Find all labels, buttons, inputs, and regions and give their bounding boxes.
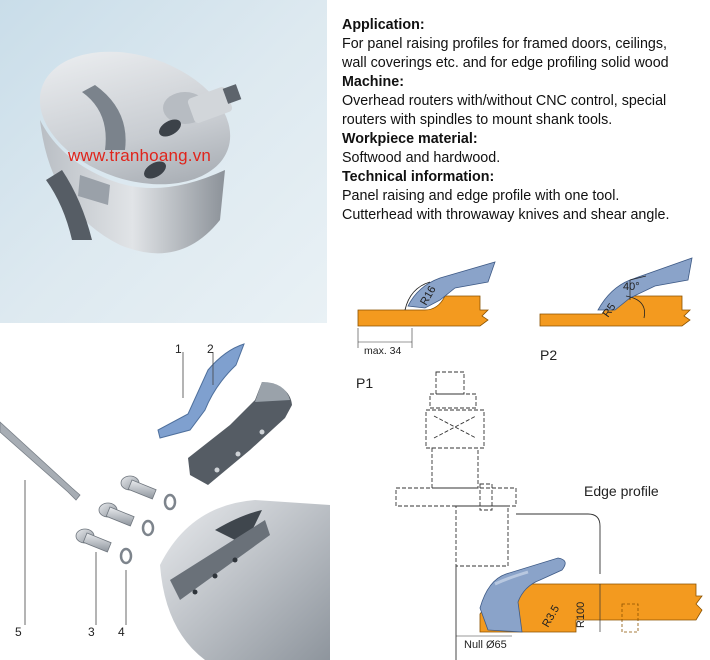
edge-knife [479,557,566,633]
edge-profile-drawing [395,371,517,567]
part-label-2: 2 [207,342,214,356]
part-label-3: 3 [88,625,95,639]
profile-p1: R16 max. 34 [357,261,496,357]
spec-block: Application: For panel raising profiles … [342,16,708,225]
part-label-1: 1 [175,342,182,356]
material-heading: Workpiece material: [342,131,478,147]
p2-angle-label: 40° [623,281,640,293]
clamp-part [188,382,292,485]
shaft-part [0,421,81,501]
profile-p2: R5 40° [539,257,693,327]
part-label-4: 4 [118,625,125,639]
p1-dimension-label: max. 34 [364,345,402,357]
application-text-line-2: wall coverings etc. and for edge profili… [342,55,669,71]
technical-heading: Technical information: [342,169,495,185]
profile-drawings: R16 max. 34 P1 R5 40° P2 E [356,257,703,660]
edge-null-label: Null Ø65 [464,639,507,651]
knife-part [157,343,245,439]
cutterhead-body-fragment [160,500,330,660]
edge-profile-label: Edge profile [584,483,659,499]
p2-label: P2 [540,347,557,363]
application-heading: Application: [342,17,425,33]
watermark-text: www.tranhoang.vn [68,146,212,165]
machine-heading: Machine: [342,74,404,90]
p1-label: P1 [356,375,373,391]
technical-text-line-2: Cutterhead with throwaway knives and she… [342,207,670,223]
machine-text-line-1: Overhead routers with/without CNC contro… [342,93,667,109]
material-text: Softwood and hardwood. [342,150,501,166]
application-text-line-1: For panel raising profiles for framed do… [342,36,668,52]
machine-text-line-2: routers with spindles to mount shank too… [342,112,613,128]
technical-text-line-1: Panel raising and edge profile with one … [342,188,620,204]
cutterhead-photo [0,0,327,323]
exploded-view-diagram: 1 2 5 3 4 [0,342,330,660]
part-label-5: 5 [15,625,22,639]
edge-r-large-label: R100 [575,602,587,628]
